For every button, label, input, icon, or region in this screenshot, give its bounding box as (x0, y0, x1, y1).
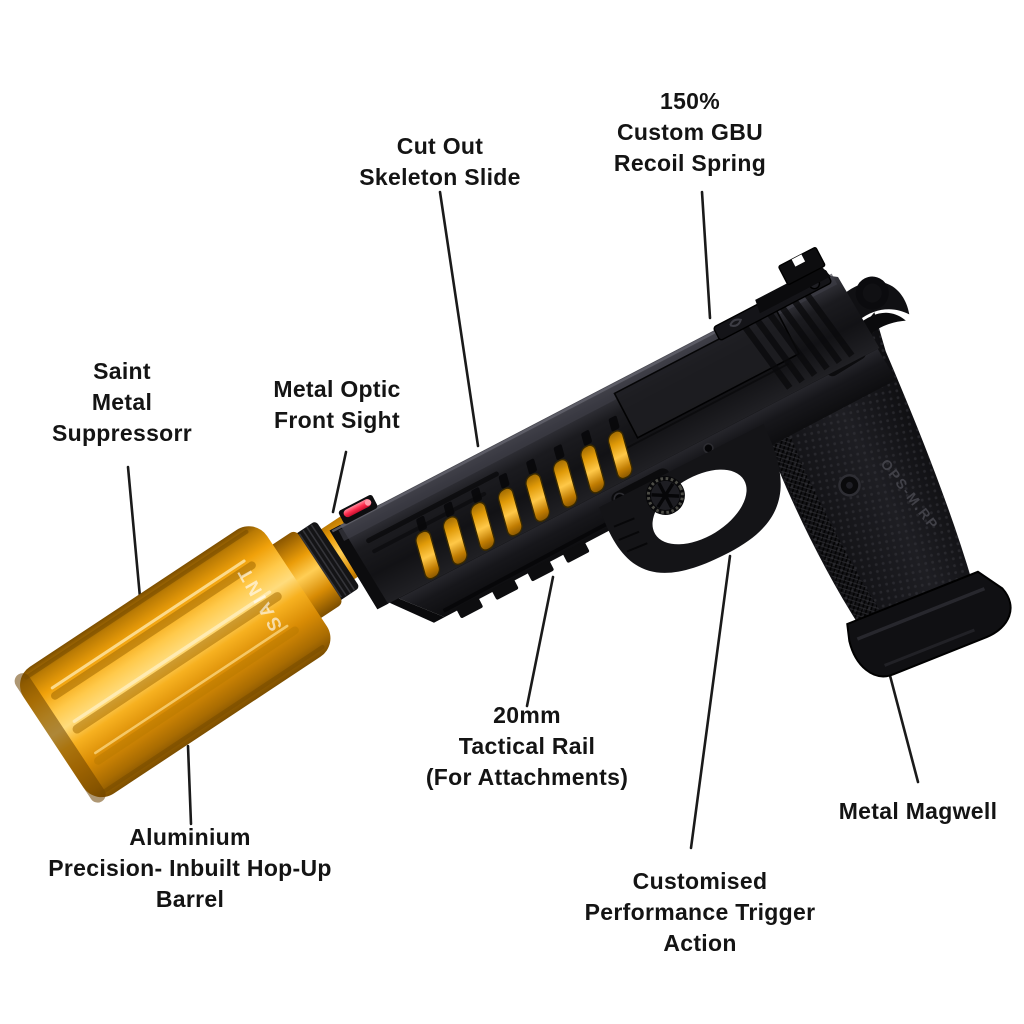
label-trigger-action: Customised Performance Trigger Action (585, 866, 816, 959)
fiber-optic-dot (364, 499, 372, 506)
label-line: Performance Trigger (584, 899, 816, 925)
grip-frontstrap-checkering (758, 412, 885, 628)
label-front-sight: Metal Optic Front Sight (273, 374, 400, 436)
label-line: Metal Magwell (838, 798, 998, 824)
label-suppressor: Saint Metal Suppressorr (52, 356, 192, 449)
leader-line-tactical-rail (525, 575, 555, 708)
label-tactical-rail: 20mm Tactical Rail (For Attachments) (426, 700, 628, 793)
skeleton-cutouts (415, 415, 633, 580)
label-line: Precision- Inbuilt Hop-Up (48, 855, 332, 881)
slide-top-chamfer (338, 273, 838, 541)
trigger (645, 475, 685, 515)
rail-tooth (456, 597, 483, 618)
rear-sight-notch (791, 254, 806, 267)
rear-serrations (740, 289, 855, 390)
knurled-ring (295, 522, 359, 601)
label-line: Front Sight (274, 407, 400, 433)
label-line: Suppressorr (51, 420, 193, 446)
trigger-guard-serrations (613, 517, 648, 553)
label-line: 150% (659, 88, 721, 114)
rail-tooth (527, 560, 554, 582)
slide (329, 273, 880, 610)
magwell-lip (856, 587, 986, 641)
suppressor: SAINT (14, 526, 331, 803)
label-magwell: Metal Magwell (839, 796, 998, 827)
label-line: Saint (93, 358, 151, 384)
suppressor-end-cap (14, 673, 106, 803)
leader-line-skeleton-slide (438, 190, 480, 448)
label-line: Skeleton Slide (359, 164, 521, 190)
label-skeleton-slide: Cut Out Skeleton Slide (359, 131, 520, 193)
cutout-step-notches (416, 415, 620, 532)
label-line: Metal Optic (273, 376, 401, 402)
label-line: (For Attachments) (425, 764, 629, 790)
label-line: Cut Out (396, 133, 484, 159)
label-line: Aluminium (129, 824, 251, 850)
rail-tooth (562, 541, 590, 563)
label-line: Tactical Rail (458, 733, 596, 759)
fiber-optic-rod (343, 499, 372, 518)
label-recoil-spring: 150% Custom GBU Recoil Spring (614, 86, 766, 179)
grip-screw-center (846, 481, 853, 489)
label-line: 20mm (493, 702, 561, 728)
slide-front-grooves (366, 471, 499, 554)
trigger-spokes (651, 482, 680, 509)
suppressor-assembly: SAINT (14, 510, 385, 803)
gold-barrel-slots (415, 430, 633, 580)
leader-line-front-sight (331, 450, 348, 514)
rear-sight (755, 247, 831, 314)
optic-plate-logo (729, 318, 743, 327)
label-line: Barrel (155, 886, 225, 912)
slide-front-face (329, 524, 389, 610)
label-line: Recoil Spring (613, 150, 767, 176)
label-line: Metal (91, 389, 153, 415)
leader-line-trigger-action (689, 554, 732, 850)
front-sight (338, 495, 378, 524)
label-barrel: Aluminium Precision- Inbuilt Hop-Up Barr… (48, 822, 332, 915)
leader-line-barrel (186, 744, 193, 826)
label-line: Custom GBU (616, 119, 764, 145)
leader-lines (126, 190, 920, 850)
pistol-body: OPS-M.RP (329, 247, 1012, 678)
leader-line-magwell (886, 666, 920, 784)
suppressor-flutes (24, 529, 325, 795)
magwell (846, 570, 1012, 678)
rail-tooth (491, 578, 519, 600)
leader-line-recoil-spring (700, 190, 712, 320)
label-line: Customised (632, 868, 768, 894)
label-line: Action (663, 930, 737, 956)
hammer (855, 276, 889, 310)
tactical-rail (442, 515, 622, 618)
